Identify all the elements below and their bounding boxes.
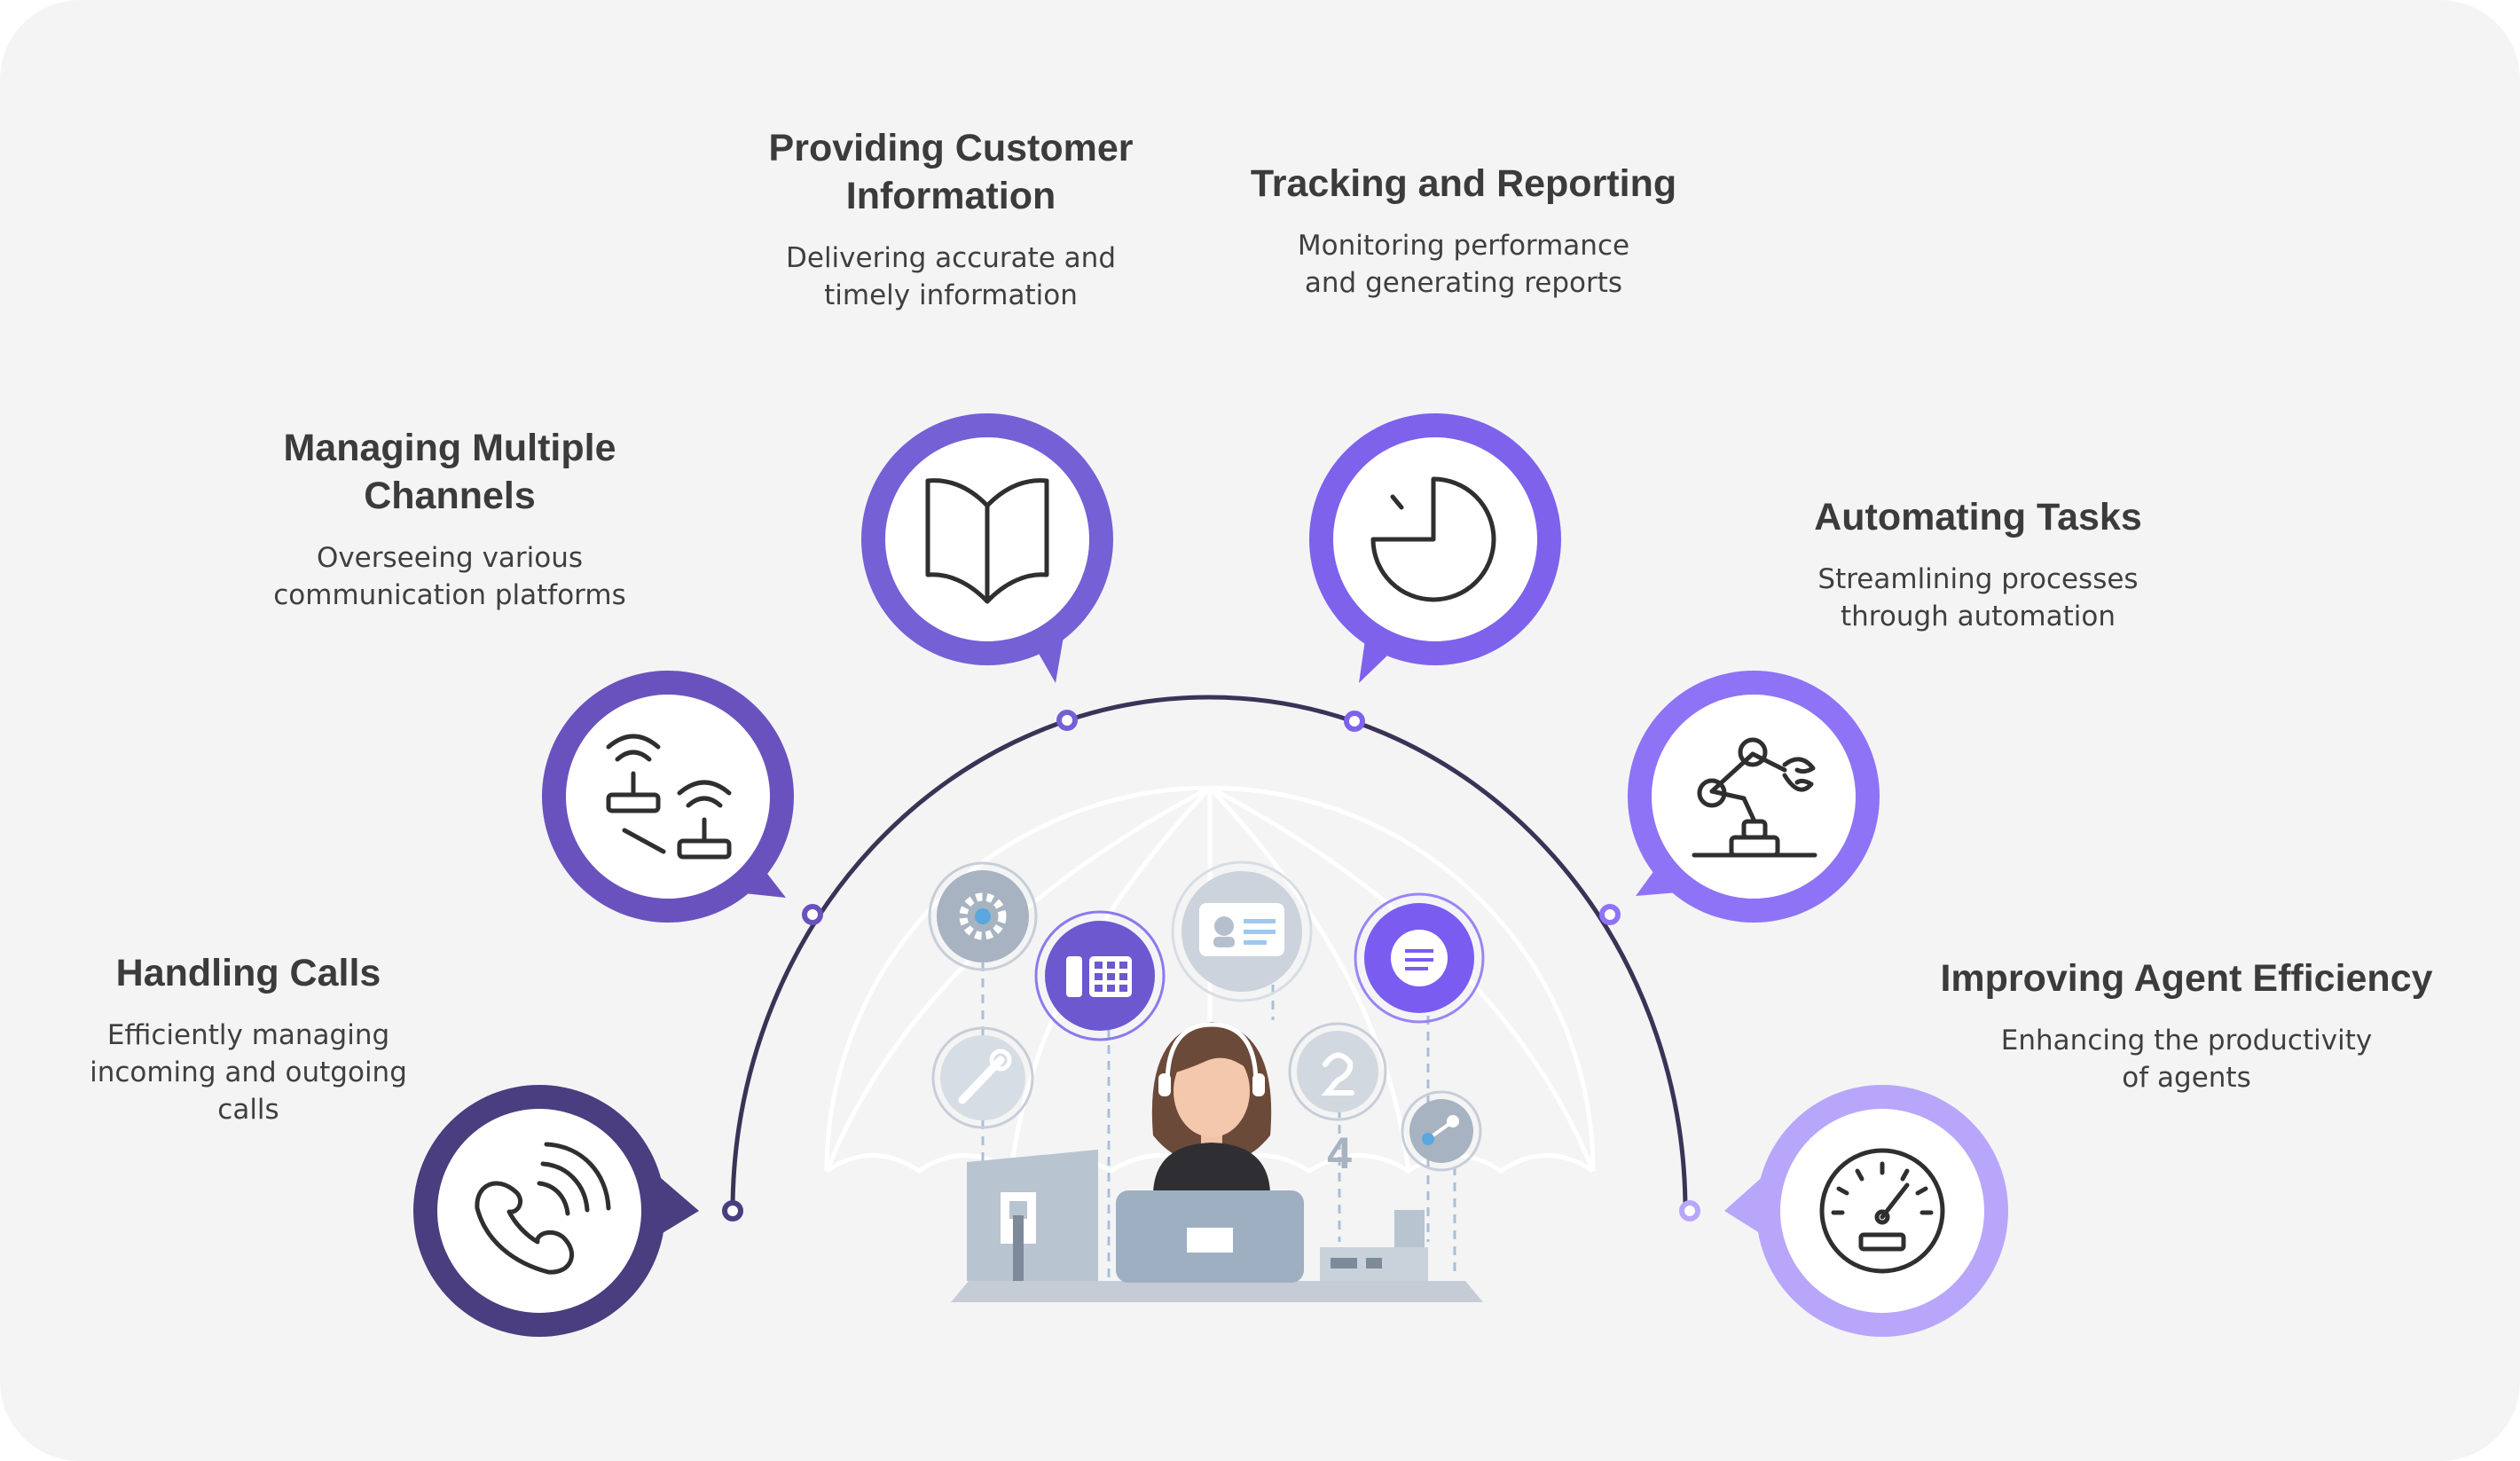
item-tracking: Tracking and Reporting Monitoring perfor… bbox=[1197, 160, 1730, 302]
item-title: Providing Customer Information bbox=[768, 127, 1134, 217]
item-description: Enhancing the productivity of agents bbox=[2000, 1025, 2373, 1094]
call-center-agent-illustration: 4 bbox=[824, 785, 1596, 1302]
agent bbox=[1151, 1022, 1272, 1193]
bubble-face bbox=[566, 695, 770, 899]
item-description: Efficiently managing incoming and outgoi… bbox=[90, 1019, 407, 1126]
bubble-tracking bbox=[1309, 413, 1561, 683]
item-description: Streamlining processes through automatio… bbox=[1817, 563, 2139, 632]
item-efficiency: Improving Agent Efficiency Enhancing the… bbox=[1898, 954, 2475, 1096]
bubble-automating bbox=[1628, 671, 1880, 923]
contact-card-bubble bbox=[1171, 860, 1313, 1002]
share-bubble bbox=[1401, 1090, 1482, 1172]
bubble-handling-calls bbox=[413, 1085, 699, 1337]
item-description: Delivering accurate and timely informati… bbox=[786, 242, 1116, 311]
arc-marker bbox=[1056, 710, 1078, 731]
bubble-customer-info bbox=[861, 413, 1113, 683]
book-icon bbox=[925, 478, 1049, 604]
bubble-face bbox=[1652, 695, 1856, 899]
keypad-bubble bbox=[1034, 910, 1166, 1041]
robot-arm-icon bbox=[1692, 737, 1817, 858]
item-title: Improving Agent Efficiency bbox=[1940, 957, 2433, 1000]
bubble-managing-channels bbox=[542, 671, 794, 923]
desk-device bbox=[1320, 1210, 1428, 1281]
arc-marker bbox=[802, 904, 823, 925]
arc-marker bbox=[1344, 711, 1365, 732]
gear-bubble bbox=[928, 861, 1038, 971]
arc-marker bbox=[1679, 1200, 1700, 1221]
chat-bubble bbox=[1354, 892, 1485, 1024]
item-managing-channels: Managing Multiple Channels Overseeing va… bbox=[228, 424, 671, 614]
network-icon bbox=[606, 734, 732, 860]
arc-marker bbox=[722, 1200, 743, 1221]
item-title: Automating Tasks bbox=[1814, 496, 2142, 538]
bubble-efficiency bbox=[1724, 1085, 2008, 1337]
desk-floor bbox=[951, 1281, 1483, 1302]
item-handling-calls: Handling Calls Efficiently managing inco… bbox=[27, 949, 470, 1128]
item-title: Handling Calls bbox=[115, 952, 381, 994]
bubble-face bbox=[437, 1109, 641, 1313]
monitor bbox=[967, 1150, 1098, 1281]
number-four-glyph: 4 bbox=[1327, 1128, 1352, 1178]
item-description: Monitoring performance and generating re… bbox=[1297, 230, 1630, 299]
arc-marker bbox=[1599, 904, 1621, 925]
item-customer-info: Providing Customer Information Deliverin… bbox=[729, 124, 1173, 314]
wrench-bubble bbox=[931, 1026, 1034, 1129]
arc-markers bbox=[722, 710, 1700, 1221]
item-title: Tracking and Reporting bbox=[1250, 162, 1677, 205]
item-automating: Automating Tasks Streamlining processes … bbox=[1756, 493, 2200, 635]
question-bubble bbox=[1288, 1022, 1387, 1121]
main-arc bbox=[730, 695, 1688, 1214]
speedometer-icon bbox=[1819, 1148, 1945, 1274]
item-description: Overseeing various communication platfor… bbox=[273, 542, 626, 611]
laptop bbox=[1116, 1190, 1304, 1283]
phone-icon bbox=[475, 1142, 611, 1275]
item-title: Managing Multiple Channels bbox=[283, 427, 616, 517]
pie-chart-icon bbox=[1370, 476, 1496, 602]
